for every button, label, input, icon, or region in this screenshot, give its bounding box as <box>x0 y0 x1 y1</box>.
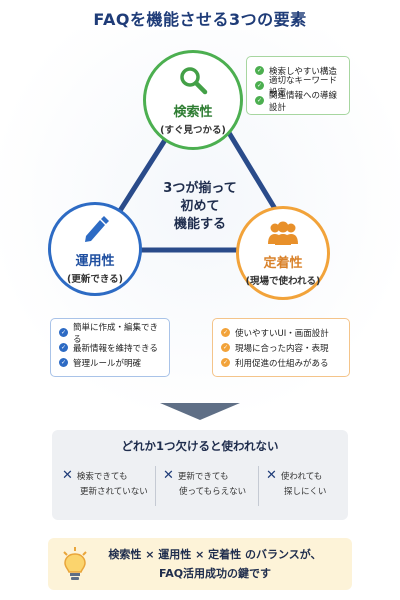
pencil-icon <box>80 214 110 248</box>
connector-triangle <box>92 82 303 420</box>
warning-item-3: ✕使われても 探しにくい <box>266 468 346 512</box>
divider <box>258 466 259 506</box>
conclusion-line-2: FAQ活用成功の鍵です <box>158 567 272 580</box>
node-operation-name: 運用性 <box>75 253 115 269</box>
cross-icon: ✕ <box>266 468 277 483</box>
list-item: ✓ 検索しやすい構造 <box>255 63 341 78</box>
check-icon: ✓ <box>255 81 264 90</box>
node-search-sub: (すぐ見つかる) <box>160 124 226 136</box>
check-icon: ✓ <box>221 328 230 337</box>
cross-icon: ✕ <box>163 468 174 483</box>
people-icon <box>266 220 300 250</box>
check-icon: ✓ <box>221 343 230 352</box>
warning-title: どれか1つ欠けると使われない <box>121 439 279 453</box>
center-statement: 3つが揃って 初めて 機能する <box>140 180 260 234</box>
warning-panel <box>52 430 348 520</box>
warning-item-text: 使われても <box>280 472 323 482</box>
down-arrow-icon <box>160 403 240 420</box>
item-text: 検索しやすい構造 <box>269 66 337 77</box>
list-item: ✓ 簡単に作成・編集できる <box>59 323 161 345</box>
check-icon: ✓ <box>221 358 230 367</box>
item-text: 現場に合った内容・表現 <box>235 343 329 354</box>
check-icon: ✓ <box>255 66 264 75</box>
warning-item-text: 探しにくい <box>284 487 327 497</box>
list-item: ✓ 現場に合った内容・表現 <box>221 340 341 355</box>
search-points-box: ✓ 検索しやすい構造 ✓ 適切なキーワード設定 ✓ 関連情報への導線設計 <box>246 56 350 115</box>
list-item: ✓ 管理ルールが明確 <box>59 355 161 370</box>
item-text: 最新情報を維持できる <box>73 343 158 354</box>
magnifier-icon <box>178 65 208 99</box>
cross-icon: ✕ <box>62 468 73 483</box>
warning-item-text: 検索できても <box>76 472 128 482</box>
check-icon: ✓ <box>59 343 68 352</box>
warning-item-1: ✕検索できても 更新されていない <box>62 468 152 512</box>
node-operation-sub: (更新できる) <box>67 273 123 285</box>
page-title: FAQを機能させる3つの要素 <box>93 10 307 29</box>
node-search-name: 検索性 <box>173 104 213 120</box>
item-text: 簡単に作成・編集できる <box>73 322 159 345</box>
adoption-points-box: ✓ 使いやすいUI・画面設計 ✓ 現場に合った内容・表現 ✓ 利用促進の仕組みがある <box>212 318 350 377</box>
node-search: 検索性 (すぐ見つかる) <box>143 50 243 150</box>
check-icon: ✓ <box>59 358 68 367</box>
center-line-1: 3つが揃って <box>163 181 237 196</box>
item-text: 管理ルールが明確 <box>73 358 142 369</box>
list-item: ✓ 使いやすいUI・画面設計 <box>221 325 341 340</box>
list-item: ✓ 適切なキーワード設定 <box>255 76 341 98</box>
warning-item-text: 使ってもらえない <box>179 487 247 497</box>
check-icon: ✓ <box>59 328 68 337</box>
warning-item-text: 更新できても <box>177 472 229 482</box>
list-item: ✓ 関連情報への導線設計 <box>255 91 341 113</box>
check-icon: ✓ <box>255 96 264 105</box>
list-item: ✓ 最新情報を維持できる <box>59 340 161 355</box>
item-text: 適切なキーワード設定 <box>269 75 338 98</box>
warning-item-text: 更新されていない <box>80 487 148 497</box>
center-line-3: 機能する <box>173 217 226 232</box>
item-text: 利用促進の仕組みがある <box>235 358 329 369</box>
node-operation: 運用性 (更新できる) <box>48 202 142 296</box>
operation-points-box: ✓ 簡単に作成・編集できる ✓ 最新情報を維持できる ✓ 管理ルールが明確 <box>50 318 170 377</box>
item-text: 関連情報への導線設計 <box>269 90 338 113</box>
item-text: 使いやすいUI・画面設計 <box>235 328 329 339</box>
center-line-2: 初めて <box>180 199 220 214</box>
conclusion-line-1: 検索性 × 運用性 × 定着性 のバランスが、 <box>108 548 322 561</box>
node-adoption-sub: (現場で使われる) <box>245 275 321 287</box>
list-item: ✓ 利用促進の仕組みがある <box>221 355 341 370</box>
lightbulb-icon <box>60 546 90 586</box>
conclusion-text: 検索性 × 運用性 × 定着性 のバランスが、 FAQ活用成功の鍵です <box>90 545 340 583</box>
conclusion-panel <box>48 538 352 590</box>
divider <box>155 466 156 506</box>
warning-item-2: ✕更新できても 使ってもらえない <box>163 468 255 512</box>
node-adoption-name: 定着性 <box>263 255 303 271</box>
node-adoption: 定着性 (現場で使われる) <box>236 206 330 300</box>
